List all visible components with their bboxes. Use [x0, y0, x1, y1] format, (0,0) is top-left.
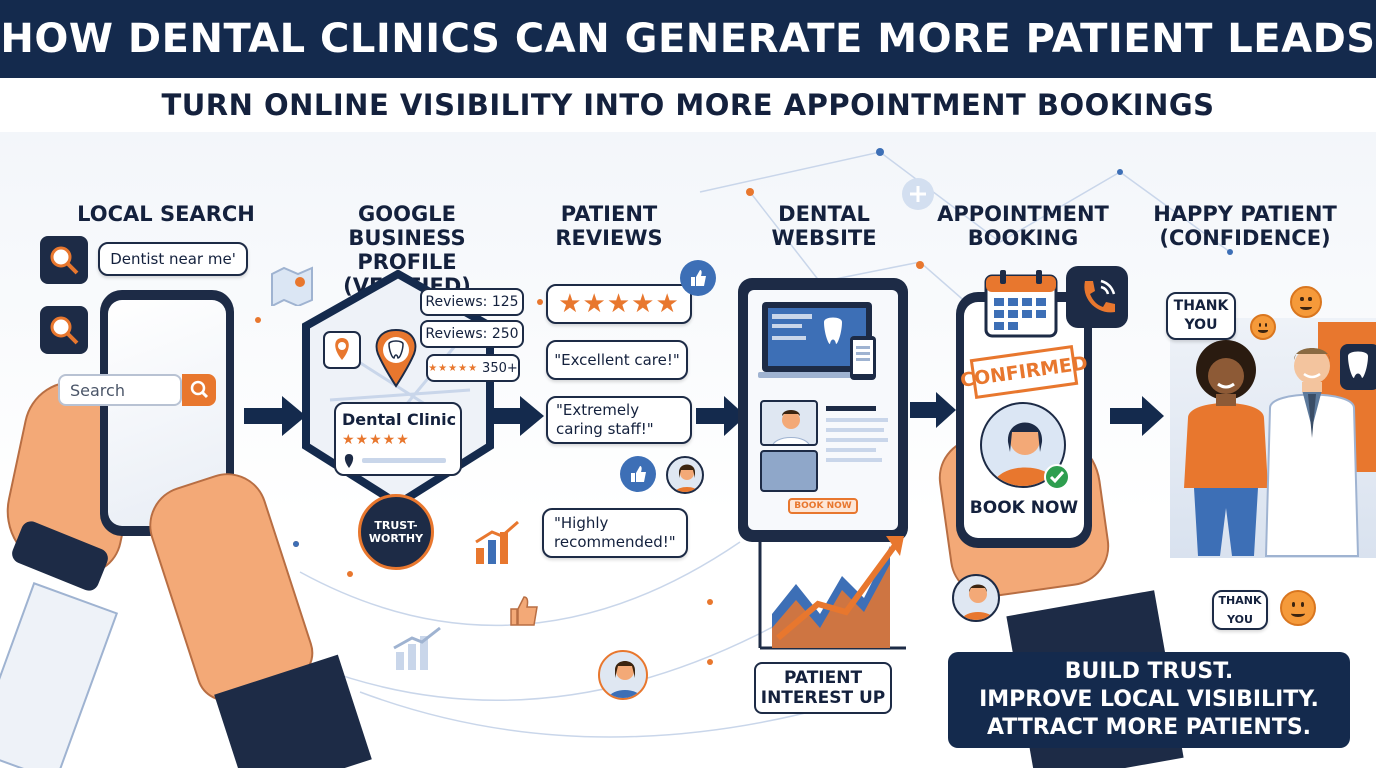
clinic-stars: ★★★★★ [342, 432, 410, 448]
clinic-name: Dental Clinic [342, 410, 457, 429]
infographic-scene: LOCAL SEARCH GOOGLE BUSINESS PROFILE (VE… [0, 132, 1376, 768]
thumbs-up-hand-icon [506, 592, 542, 628]
thank-you-bubble-1: THANK YOU [1166, 292, 1236, 340]
step-label-happy-patient: HAPPY PATIENT (CONFIDENCE) [1153, 202, 1337, 250]
map-icon [271, 266, 313, 306]
patient-interest-up-label: PATIENT INTEREST UP [754, 662, 892, 714]
cta-line-2: IMPROVE LOCAL VISIBILITY. [979, 687, 1319, 712]
calendar-icon [984, 270, 1058, 338]
search-icon-tile-2 [40, 306, 88, 354]
phone-call-icon[interactable] [1066, 266, 1128, 328]
step-label-patient-reviews: PATIENT REVIEWS [555, 202, 663, 250]
step-label-local-search: LOCAL SEARCH [77, 202, 255, 226]
search-query-bubble: Dentist near me' [98, 242, 248, 276]
thank-you-bubble-2: THANK YOU [1212, 590, 1268, 630]
dentist-man [1264, 348, 1360, 557]
check-icon [1044, 464, 1070, 490]
page-title: HOW DENTAL CLINICS CAN GENERATE MORE PAT… [0, 16, 1376, 62]
review-count-tag-3: ★★★★★ 350+ [426, 354, 520, 382]
interest-growth-chart [758, 530, 906, 650]
step-label-appointment-booking: APPOINTMENT BOOKING [937, 202, 1109, 250]
tag-count: 350+ [482, 360, 518, 376]
dentist-photo [760, 400, 818, 446]
flow-arrow-5 [1110, 396, 1164, 436]
flow-arrow-2 [486, 396, 544, 436]
bar-chart-icon [393, 626, 441, 670]
booked-patient-avatar [980, 402, 1066, 488]
review-quote-2: "Extremely caring staff!" [546, 396, 692, 444]
clinic-photo [760, 450, 818, 492]
five-star-rating-bubble: ★★★★★ [546, 284, 692, 324]
location-pin-icon [344, 454, 446, 468]
magnifier-icon [190, 380, 209, 399]
trustworthy-badge: TRUST- WORTHY [358, 494, 434, 570]
patient-avatar-small [952, 574, 1000, 622]
cta-line-1: BUILD TRUST. [1064, 659, 1234, 684]
step-label-google-business-profile: GOOGLE BUSINESS PROFILE (VERIFIED) [343, 202, 471, 298]
search-icon-tile [40, 236, 88, 284]
search-input[interactable]: Search [58, 374, 182, 406]
smiley-icon [1250, 314, 1276, 340]
call-to-action-box: BUILD TRUST. IMPROVE LOCAL VISIBILITY. A… [948, 652, 1350, 748]
title-banner: HOW DENTAL CLINICS CAN GENERATE MORE PAT… [0, 0, 1376, 78]
tooth-logo-icon [1340, 344, 1376, 390]
thumbs-up-icon [680, 260, 716, 296]
laptop-preview [758, 302, 876, 380]
smiley-icon [1290, 286, 1322, 318]
magnifier-icon [50, 316, 79, 345]
reviewer-avatar [666, 456, 704, 494]
clinic-listing-card[interactable]: Dental Clinic ★★★★★ [334, 402, 462, 476]
magnifier-icon [50, 246, 79, 275]
review-quote-1: "Excellent care!" [546, 340, 688, 380]
website-book-now-button[interactable]: BOOK NOW [788, 498, 858, 514]
flow-arrow-3 [696, 396, 746, 436]
smiley-icon [1280, 590, 1316, 626]
happy-patient-woman [1184, 340, 1268, 556]
website-text-lines [826, 406, 888, 462]
google-maps-icon [323, 331, 361, 369]
page-subtitle: TURN ONLINE VISIBILITY INTO MORE APPOINT… [161, 88, 1215, 122]
cta-line-3: ATTRACT MORE PATIENTS. [986, 715, 1312, 740]
tooth-pin-icon [375, 328, 417, 388]
step-label-dental-website: DENTAL WEBSITE [771, 202, 877, 250]
booking-book-now-label[interactable]: BOOK NOW [969, 498, 1079, 518]
flow-arrow-1 [244, 396, 306, 436]
patient-avatar-bottom [598, 650, 648, 700]
flow-arrow-4 [910, 392, 956, 428]
tag-stars: ★★★★★ [428, 362, 479, 374]
subtitle-bar: TURN ONLINE VISIBILITY INTO MORE APPOINT… [0, 78, 1376, 132]
search-submit-button[interactable] [182, 374, 216, 406]
review-count-tag-1: Reviews: 125 [420, 288, 524, 316]
growth-chart-icon [475, 520, 519, 564]
review-count-tag-2: Reviews: 250 [420, 320, 524, 348]
review-quote-3: "Highly recommended!" [542, 508, 688, 558]
thumbs-up-icon [620, 456, 656, 492]
